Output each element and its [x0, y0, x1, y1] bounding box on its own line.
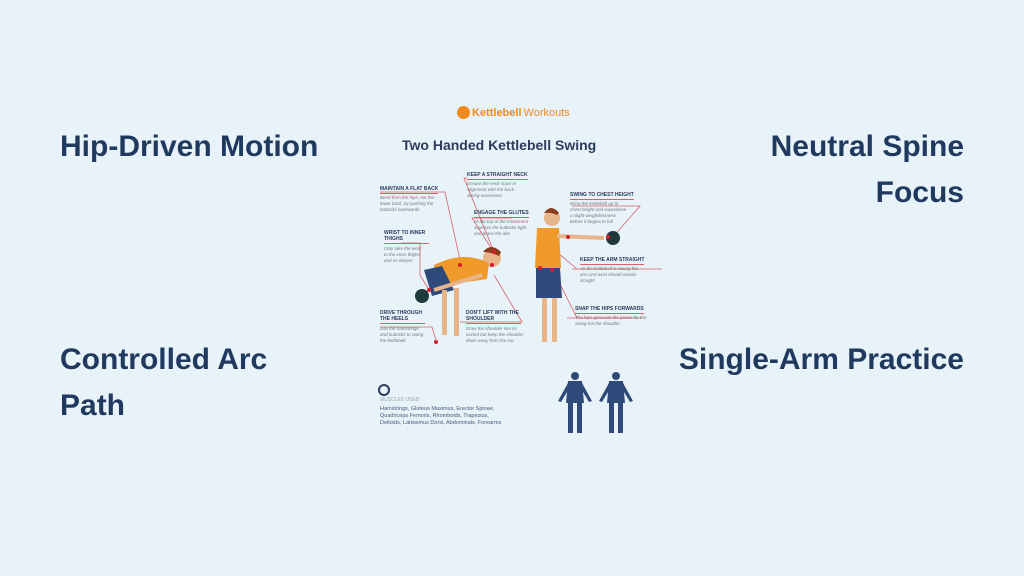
tip-desc: Bring the kettlebell up to chest height … [570, 201, 627, 224]
muscles-used-title: MUSCLES USED [380, 397, 420, 403]
tip-desc: The hips generate the power for the swin… [575, 315, 647, 326]
tip-desc: Bend from the hips, not the lower back, … [380, 195, 435, 212]
tip-label: SWING TO CHEST HEIGHT [570, 192, 634, 200]
bent-over-figure [415, 247, 501, 344]
muscle-diagram [558, 372, 633, 433]
tip-desc: As the kettlebell is swung the arm and w… [580, 266, 639, 283]
tip-desc: At the top of the movement squeeze the b… [474, 219, 529, 236]
standing-figure [535, 208, 620, 342]
swing-illustration [378, 177, 662, 433]
muscles-used-list: Hamstrings, Gluteus Maximus, Erector Spi… [380, 406, 502, 426]
infographic-title: Two Handed Kettlebell Swing [402, 137, 597, 153]
heading-neutral-spine-focus: Neutral Spine Focus [770, 130, 964, 209]
tip-label: WRIST TO INNER THIGHS [384, 230, 429, 244]
tip-label: SNAP THE HIPS FORWARDS [575, 306, 644, 314]
brand-suffix: Workouts [523, 106, 570, 119]
heading-hip-driven-motion: Hip-Driven Motion [60, 130, 319, 163]
heading-controlled-arc-path: Controlled Arc Path [60, 343, 268, 422]
heading-single-arm-practice: Single-Arm Practice [678, 343, 964, 376]
tip-desc: Ensure the neck stays in alignment with … [467, 181, 517, 198]
tip-desc: Only take the wrist to the inner thighs … [384, 246, 422, 263]
tip-label: ENGAGE THE GLUTES [474, 210, 529, 218]
tip-desc: Use the hamstrings and buttocks to swing… [380, 326, 424, 343]
tip-label: DON'T LIFT WITH THE SHOULDER [466, 310, 521, 324]
kettlebell-icon [457, 106, 470, 119]
muscle-icon [378, 384, 390, 396]
tip-label: KEEP A STRAIGHT NECK [467, 172, 528, 180]
tip-desc: Draw the shoulder into its socket but ke… [466, 326, 524, 343]
brand-name: Kettlebell [472, 106, 522, 119]
tip-label: DRIVE THROUGH THE HEELS [380, 310, 425, 324]
tip-label: KEEP THE ARM STRAIGHT [580, 257, 645, 265]
tip-label: MAINTAIN A FLAT BACK [380, 186, 439, 194]
